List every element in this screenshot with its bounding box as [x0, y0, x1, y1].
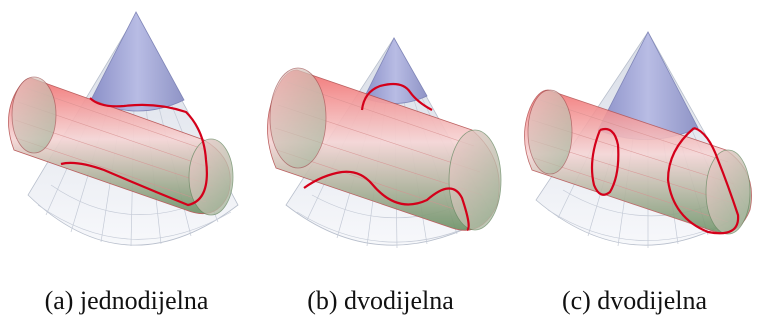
cylinder-left-end — [269, 67, 327, 169]
intersection-curve — [60, 97, 208, 207]
cone-cylinder-figure-c — [524, 31, 752, 248]
cone-apex — [90, 11, 185, 112]
panel-a — [6, 0, 246, 270]
caption-b: (b) dvodijelna — [307, 286, 454, 315]
cone-cylinder-figure-b — [267, 37, 502, 249]
cylinder-right-end — [705, 149, 751, 235]
intersection-curve-top — [360, 82, 433, 111]
panel-c — [518, 0, 758, 270]
caption-a: (a) jednodijelna — [44, 286, 209, 315]
panel-b — [262, 0, 502, 270]
intersection-curve-left — [590, 127, 620, 196]
cylinder-left-end — [527, 89, 573, 175]
cylinder-left-end — [11, 76, 57, 154]
intersection-curve-bottom — [303, 170, 470, 232]
cylinder-right-end — [448, 129, 502, 231]
cylinder-right-end — [188, 138, 234, 216]
intersection-curve-right — [666, 126, 740, 235]
caption-c: (c) dvodijelna — [561, 286, 708, 315]
cone-cylinder-figure-a — [8, 11, 239, 247]
cylinder-mesh — [14, 87, 214, 203]
